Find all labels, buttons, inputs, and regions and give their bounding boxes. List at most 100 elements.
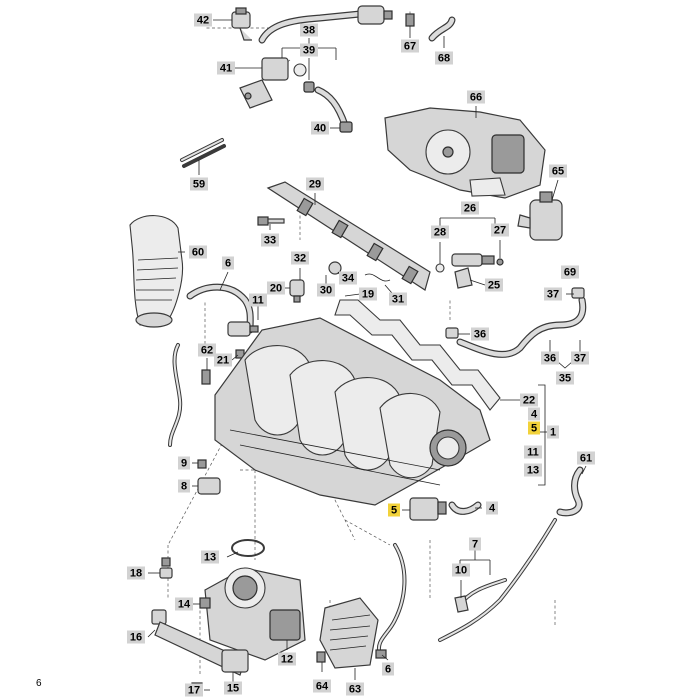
callout-box (217, 61, 235, 75)
callout-number: 37 (547, 289, 559, 301)
callout-box (189, 245, 207, 259)
callout-box (300, 23, 318, 37)
callout-6a: 6 (222, 256, 234, 270)
callout-number: 40 (314, 123, 326, 135)
callout-number: 18 (130, 568, 142, 580)
clip-25 (454, 267, 473, 289)
callout-box (261, 233, 279, 247)
callout-box (431, 225, 449, 239)
callout-35: 35 (556, 371, 574, 385)
callout-20: 20 (267, 281, 285, 295)
callout-66: 66 (467, 90, 485, 104)
callout-59: 59 (190, 177, 208, 191)
callout-19: 19 (359, 287, 377, 301)
callout-box (471, 327, 489, 341)
callout-18: 18 (127, 566, 145, 580)
callout-number: 64 (316, 681, 329, 693)
injector-26 (435, 253, 504, 273)
callout-box (306, 177, 324, 191)
callout-box (528, 407, 540, 421)
callout-box (311, 121, 329, 135)
callout-number: 20 (270, 283, 282, 295)
callout-number: 65 (552, 166, 564, 178)
callout-box (291, 251, 309, 265)
callout-4a: 4 (528, 407, 540, 421)
callout-number: 19 (362, 289, 374, 301)
callout-number: 35 (559, 373, 571, 385)
callout-number: 17 (188, 685, 200, 697)
callout-37b: 37 (571, 351, 589, 365)
callout-number: 68 (438, 53, 450, 65)
callout-13a: 13 (524, 463, 542, 477)
callout-69: 69 (561, 265, 579, 279)
callout-number: 36 (474, 329, 486, 341)
callout-67: 67 (401, 39, 419, 53)
callout-12: 12 (278, 652, 296, 666)
callout-box (469, 537, 481, 551)
callout-box (382, 662, 394, 676)
connector-39 (303, 81, 315, 93)
callout-40: 40 (311, 121, 329, 135)
callout-number: 8 (181, 481, 187, 493)
callout-box (541, 351, 559, 365)
gasket-22 (334, 299, 501, 411)
callout-61: 61 (577, 451, 595, 465)
fuel-rail-29 (266, 181, 431, 291)
callout-9: 9 (178, 456, 190, 470)
callout-box (461, 201, 479, 215)
callout-1: 1 (547, 425, 559, 439)
callout-26: 26 (461, 201, 479, 215)
clamp-40 (339, 121, 353, 133)
callout-number: 33 (264, 235, 276, 247)
intake-manifold (214, 317, 491, 506)
callout-number: 67 (404, 41, 416, 53)
callout-number: 32 (294, 253, 306, 265)
callout-box (435, 51, 453, 65)
callout-box (389, 292, 407, 306)
callout-64: 64 (313, 679, 331, 693)
callout-4b: 4 (486, 501, 498, 515)
spring-31 (364, 273, 391, 282)
long-pipe-right (438, 518, 557, 642)
throttle-body-12 (204, 567, 306, 661)
callout-box (317, 283, 335, 297)
callout-number: 42 (197, 15, 209, 27)
callout-box (178, 479, 190, 493)
callout-60: 60 (189, 245, 207, 259)
callout-7: 7 (469, 537, 481, 551)
callout-14: 14 (175, 597, 193, 611)
bolt-14 (199, 597, 211, 609)
actuator-5 (409, 497, 447, 521)
callout-number: 25 (488, 280, 500, 292)
callout-number: 28 (434, 227, 446, 239)
callout-number: 37 (574, 353, 586, 365)
sensor-9-8 (197, 459, 221, 495)
callout-13b: 13 (201, 550, 219, 564)
callout-box (359, 287, 377, 301)
callout-box (491, 223, 509, 237)
gasket-13 (231, 539, 265, 557)
intake-hose-60 (129, 215, 184, 328)
callout-box (194, 13, 212, 27)
callout-box (547, 425, 559, 439)
callout-number: 13 (204, 552, 216, 564)
callout-number: 27 (494, 225, 506, 237)
callout-41: 41 (217, 61, 235, 75)
callout-box (201, 550, 219, 564)
callout-box (577, 451, 595, 465)
callout-number: 69 (564, 267, 576, 279)
callout-number: 6 (385, 664, 391, 676)
callout-number: 4 (531, 409, 538, 421)
rod-59 (180, 138, 226, 168)
callout-box (198, 343, 216, 357)
callout-number: 14 (178, 599, 191, 611)
callout-number: 41 (220, 63, 232, 75)
callout-box (485, 278, 503, 292)
callout-number: 30 (320, 285, 332, 297)
callout-highlight-box (388, 503, 400, 517)
bolt-18 (159, 557, 173, 579)
callout-number: 13 (527, 465, 539, 477)
callout-highlight-box (528, 421, 540, 435)
